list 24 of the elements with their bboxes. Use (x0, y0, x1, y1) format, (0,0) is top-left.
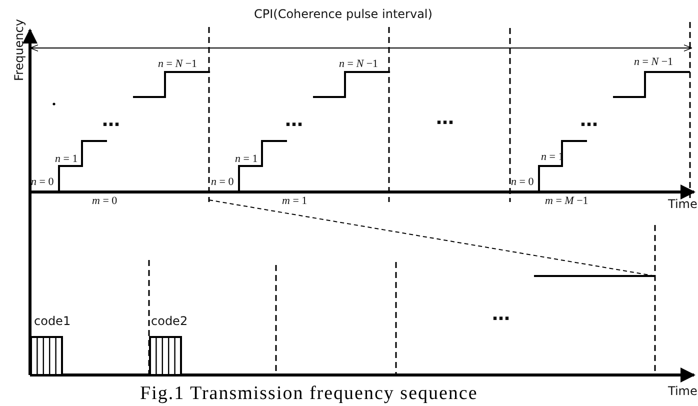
ellipsis: … (492, 306, 511, 324)
step-label: n = 1 (55, 154, 78, 165)
chart-title: CPI(Coherence pulse interval) (254, 8, 432, 20)
ellipsis: … (285, 112, 304, 130)
axis-label: Frequency (13, 19, 25, 81)
step-label: n = 1 (235, 154, 258, 165)
step-label: n = 1 (541, 152, 564, 163)
step-label: n = 0 (511, 177, 534, 188)
step-label: n = N −1 (634, 57, 674, 68)
code-label: code1 (34, 315, 71, 327)
ellipsis: … (102, 112, 121, 130)
step-label: n = N −1 (158, 59, 198, 70)
axis-label: Time (668, 385, 698, 397)
interval-label: m = 0 (92, 196, 118, 207)
interval-label: m = M −1 (545, 196, 588, 207)
step-label: n = N −1 (339, 59, 378, 70)
step-label: n = 0 (31, 177, 54, 188)
code-label: code2 (151, 315, 188, 327)
interval-label: m = 1 (282, 196, 308, 207)
figure-caption: Fig.1 Transmission frequency sequence (140, 384, 478, 403)
axis-label: Time (668, 198, 698, 210)
ellipsis: … (580, 112, 599, 130)
ellipsis: … (436, 110, 455, 128)
step-label: n = 0 (211, 177, 234, 188)
